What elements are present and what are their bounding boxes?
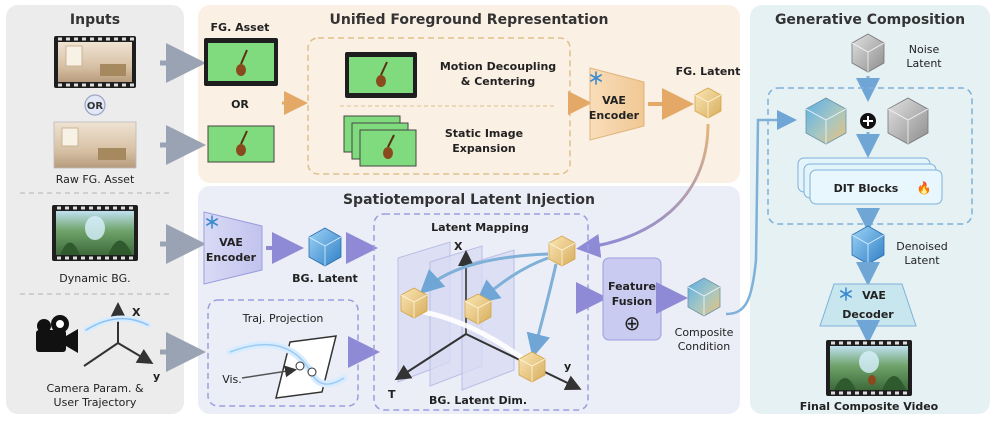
traj-projection-label: Traj. Projection [242,312,324,325]
camera-label-1: Camera Param. & [46,382,144,395]
camera-axis-x: X [132,306,141,319]
fg-or-label: OR [231,98,249,111]
bg-vae-encoder: VAE Encoder [203,211,263,285]
noise-cube-inner [887,97,929,145]
raw-fg-label: Raw FG. Asset [56,173,135,186]
fg-latent-label: FG. Latent [676,65,741,78]
snowflake-icon [589,71,603,85]
motion-label-2: & Centering [461,75,535,88]
bg-latent-cube [308,227,342,267]
camera-label-2: User Trajectory [54,396,137,409]
camera-axes [83,302,154,367]
svg-text:Encoder: Encoder [206,251,257,264]
latent-mapping-label: Latent Mapping [431,221,529,234]
static-label-1: Static Image [445,127,523,140]
arrow-composite-to-generative [725,110,797,316]
fire-icon: 🔥 [917,181,932,195]
fg-asset-video [204,38,278,86]
noise-label-1: Noise [909,43,940,56]
feature-fusion-block: Feature Fusion ⊕ [602,257,662,341]
svg-text:Fusion: Fusion [612,295,653,308]
latent-axis-t: T [388,388,396,401]
final-video-label: Final Composite Video [800,400,939,413]
generative-title: Generative Composition [775,12,965,28]
dit-blocks: DIT Blocks 🔥 [797,157,943,205]
plus-icon [860,113,876,129]
unified-panel [198,5,740,183]
spatio-title: Spatiotemporal Latent Injection [343,192,595,208]
inputs-title: Inputs [70,12,120,28]
denoised-label-2: Latent [904,254,940,267]
snowflake-icon [206,215,218,229]
traj-plane [226,335,348,399]
fg-vae-encoder: VAE Encoder [589,67,645,141]
svg-text:OR: OR [87,101,104,112]
dynamic-bg-label: Dynamic BG. [59,272,130,285]
fg-asset-label: FG. Asset [211,21,270,34]
input-fg-image [53,121,137,169]
mapping-curve-3 [526,263,558,358]
svg-text:DIT Blocks: DIT Blocks [834,182,899,195]
composite-cube [687,277,721,317]
mapping-cube-2 [464,293,492,325]
condition-cube [805,97,847,145]
svg-text:Encoder: Encoder [589,109,640,122]
fg-asset-image [207,125,275,163]
mapping-cube-source [548,235,576,267]
svg-text:Decoder: Decoder [842,308,894,321]
mapping-curve-2 [475,256,549,304]
static-label-2: Expansion [452,142,515,155]
input-fg-video [54,36,136,88]
plus-circle-icon: ⊕ [624,311,641,335]
dynamic-bg-video [52,205,138,261]
svg-text:Feature: Feature [608,280,656,293]
snowflake-icon [839,287,853,301]
mapping-curve-1 [419,252,549,295]
traj-projection-box [207,299,359,407]
fg-latent-cube [694,87,722,119]
latent-axis-y: y [564,360,571,373]
denoised-label-1: Denoised [896,240,947,253]
static-image-stack [343,115,417,167]
final-video [826,340,912,396]
vis-label: Vis. [222,373,242,386]
svg-text:VAE: VAE [219,236,243,249]
motion-label-1: Motion Decoupling [440,60,556,73]
vae-decoder: VAE Decoder [819,283,917,327]
noise-label-2: Latent [906,57,942,70]
composite-label-2: Condition [678,340,731,353]
arrow-fglatent-to-mapping [576,123,710,258]
camera-icon [36,315,78,353]
motion-video-thumb [345,52,417,98]
mapping-cube-3 [518,351,546,383]
bg-latent-dim-label: BG. Latent Dim. [429,394,527,407]
bg-latent-label: BG. Latent [292,272,358,285]
or-badge: OR [84,94,106,116]
composite-label-1: Composite [675,326,734,339]
noise-latent-cube [851,33,885,73]
mapping-cube-1 [400,287,428,319]
svg-text:VAE: VAE [602,94,626,107]
latent-axis-x: X [454,240,463,253]
svg-text:VAE: VAE [862,289,886,302]
unified-title: Unified Foreground Representation [330,12,609,28]
camera-axis-y: y [153,370,160,383]
